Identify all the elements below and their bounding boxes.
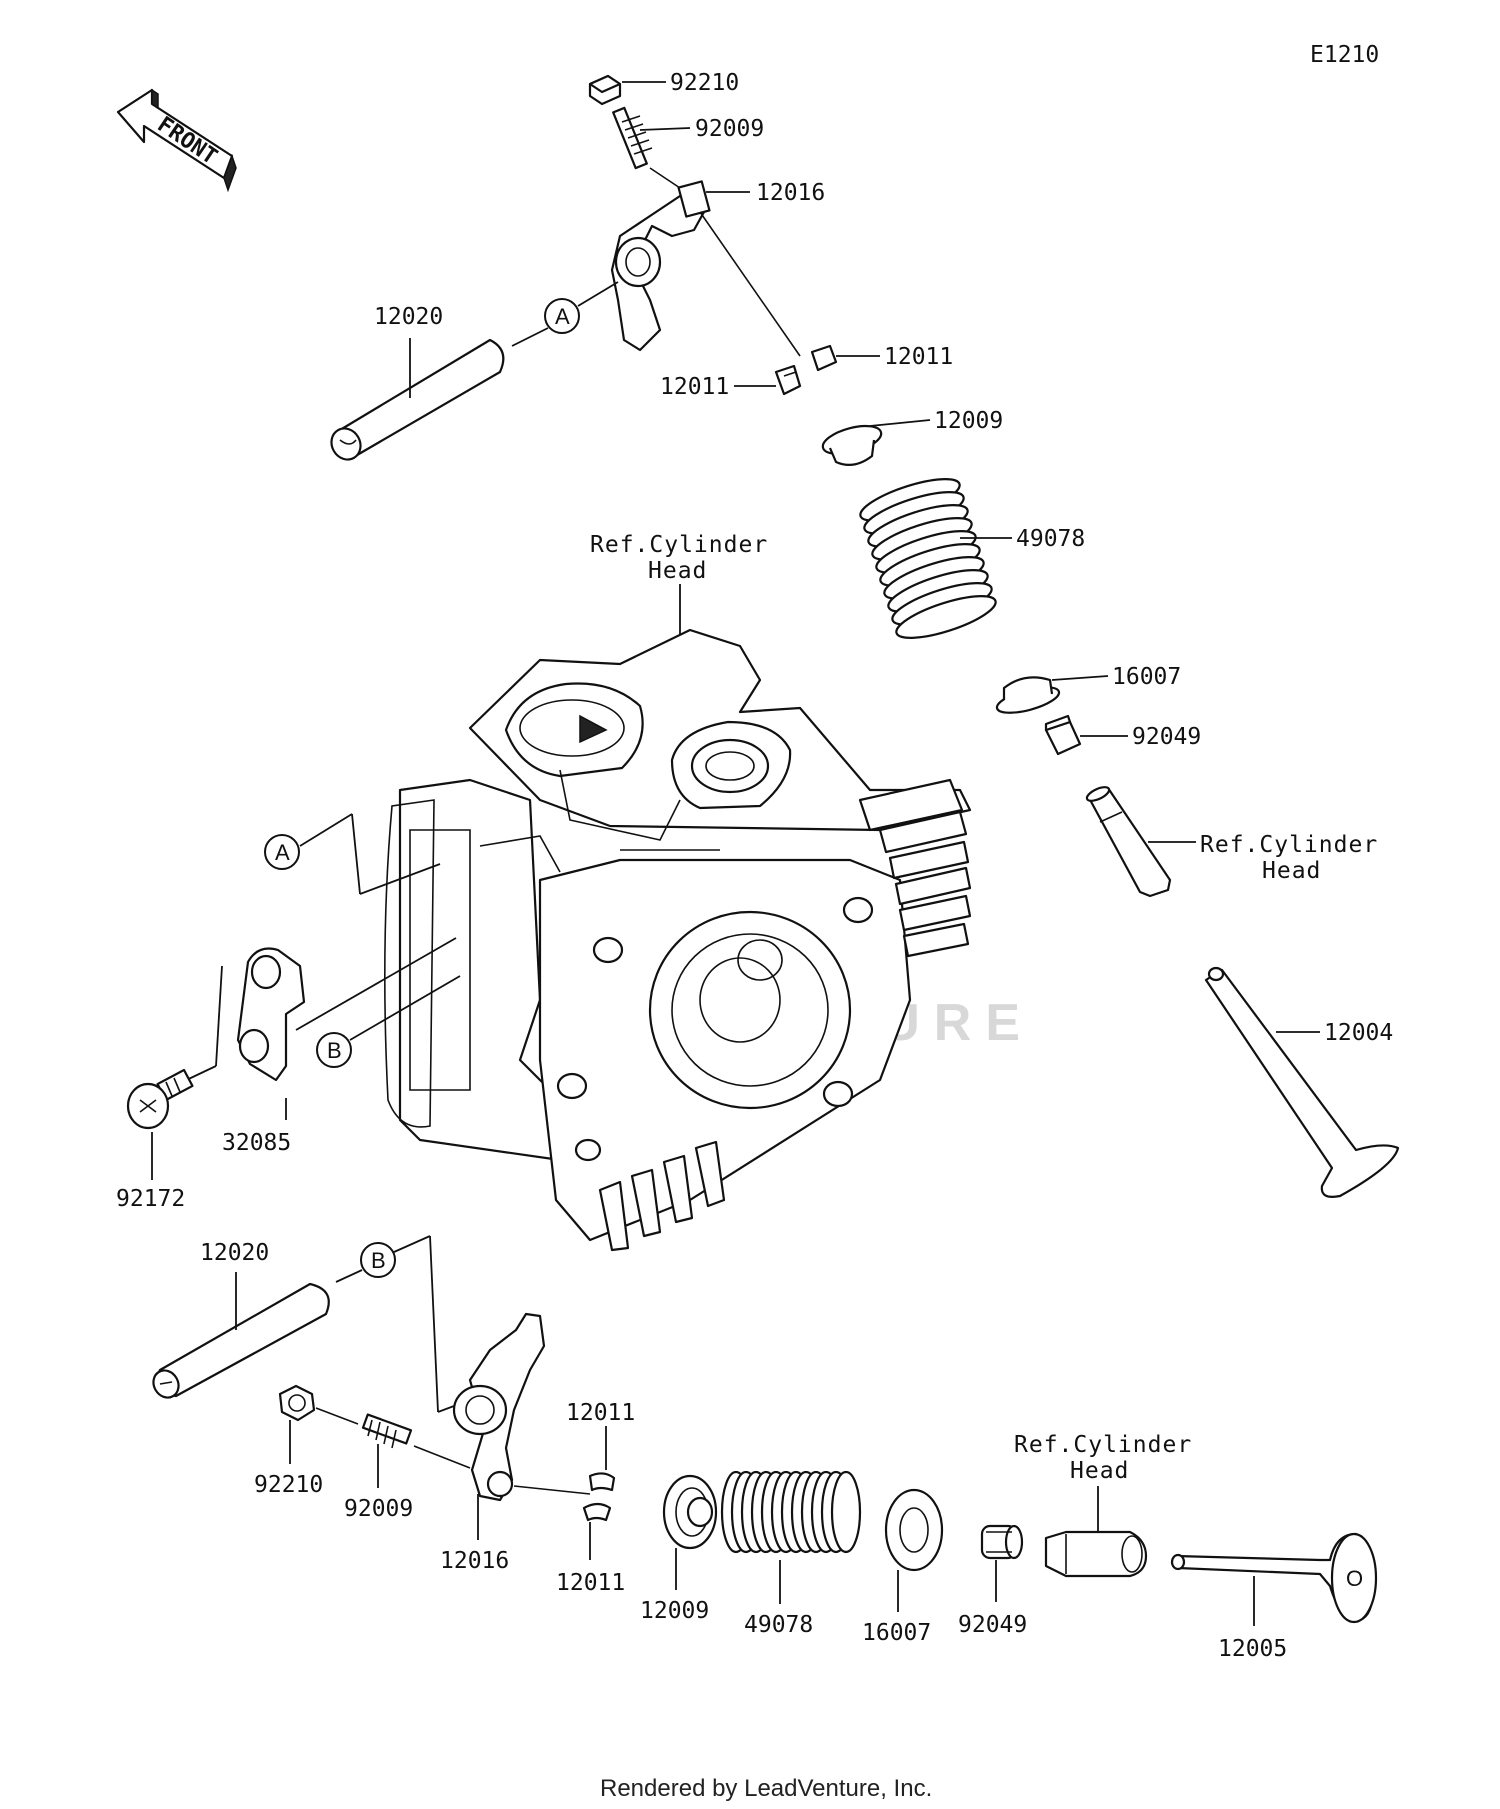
lower-nut-label: 92210 xyxy=(254,1472,323,1498)
upper-rocker-shaft-12020[interactable] xyxy=(326,338,505,465)
callout-b-lower: B xyxy=(360,1242,396,1278)
lower-stem-seal-label: 92049 xyxy=(958,1612,1027,1638)
callout-a-left: A xyxy=(264,834,300,870)
lower-valve-spring-49078[interactable] xyxy=(720,1470,862,1554)
ref-cyl-head-right-2: Head xyxy=(1262,858,1321,884)
lower-nut-92210[interactable] xyxy=(278,1384,316,1422)
lower-spring-seat-16007[interactable] xyxy=(884,1488,944,1572)
upper-valve-spring-49078[interactable] xyxy=(856,471,1000,647)
lower-valve-12005[interactable]: O xyxy=(1170,1532,1378,1624)
lower-valve-label: 12005 xyxy=(1218,1636,1287,1662)
upper-shaft-label: 12020 xyxy=(374,304,443,330)
callout-a-upper: A xyxy=(544,298,580,334)
lower-rocker-shaft-12020[interactable] xyxy=(149,1282,330,1402)
upper-spring-label: 49078 xyxy=(1016,526,1085,552)
upper-rocker-arm-label: 12016 xyxy=(756,180,825,206)
upper-valve-label: 12004 xyxy=(1324,1020,1393,1046)
ref-cyl-head-bottom-1: Ref.Cylinder xyxy=(1014,1432,1192,1458)
upper-stem-seal-label: 92049 xyxy=(1132,724,1201,750)
lower-cotter-top-12011[interactable] xyxy=(588,1472,616,1492)
svg-text:A: A xyxy=(555,304,570,329)
diagram-code: E1210 xyxy=(1310,42,1379,68)
lower-spring-seat-label: 16007 xyxy=(862,1620,931,1646)
callout-b-mid: B xyxy=(316,1032,352,1068)
ref-cyl-head-bottom-2: Head xyxy=(1070,1458,1129,1484)
svg-text:A: A xyxy=(275,840,290,865)
ref-cyl-head-right-1: Ref.Cylinder xyxy=(1200,832,1378,858)
svg-text:B: B xyxy=(327,1038,342,1063)
footer-credit: Rendered by LeadVenture, Inc. xyxy=(600,1775,932,1802)
upper-cotter-left-12011[interactable] xyxy=(774,364,802,396)
cylinder-head xyxy=(384,628,972,1252)
lower-adjuster-screw-label: 92009 xyxy=(344,1496,413,1522)
upper-rocker-arm-12016[interactable] xyxy=(610,180,711,352)
screw-92172[interactable] xyxy=(126,1068,194,1130)
lower-stem-seal-92049[interactable] xyxy=(980,1524,1024,1560)
plate-32085[interactable] xyxy=(236,947,306,1082)
upper-valve-guide xyxy=(1085,786,1172,898)
upper-retainer-label: 12009 xyxy=(934,408,1003,434)
lower-retainer-label: 12009 xyxy=(640,1598,709,1624)
lower-spring-label: 49078 xyxy=(744,1612,813,1638)
front-label: FRONT xyxy=(153,112,222,170)
upper-valve-12004[interactable] xyxy=(1204,966,1400,1198)
upper-adjuster-screw-label: 92009 xyxy=(695,116,764,142)
upper-adjuster-screw-92009[interactable] xyxy=(612,106,653,170)
lower-shaft-label: 12020 xyxy=(200,1240,269,1266)
lower-adjuster-screw-92009[interactable] xyxy=(361,1413,413,1449)
screw-label: 92172 xyxy=(116,1186,185,1212)
front-arrow-icon: FRONT xyxy=(116,88,237,193)
upper-spring-seat-label: 16007 xyxy=(1112,664,1181,690)
lower-rocker-arm-12016[interactable] xyxy=(452,1312,546,1502)
lower-retainer-12009[interactable] xyxy=(662,1474,718,1550)
spring-coil xyxy=(895,595,997,639)
upper-spring-seat-16007[interactable] xyxy=(995,676,1062,718)
svg-text:B: B xyxy=(371,1248,386,1273)
upper-cotter-right-12011[interactable] xyxy=(810,344,838,372)
lower-valve-guide xyxy=(1044,1530,1148,1578)
upper-cotter-left-label: 12011 xyxy=(660,374,729,400)
lower-rocker-arm-label: 12016 xyxy=(440,1548,509,1574)
ref-cyl-head-top-1: Ref.Cylinder xyxy=(590,532,768,558)
lower-cotter-bottom-12011[interactable] xyxy=(582,1502,612,1522)
upper-nut-label: 92210 xyxy=(670,70,739,96)
upper-cotter-right-label: 12011 xyxy=(884,344,953,370)
plate-label: 32085 xyxy=(222,1130,291,1156)
spring-coil xyxy=(830,1470,862,1554)
svg-text:O: O xyxy=(1346,1566,1363,1591)
upper-retainer-12009[interactable] xyxy=(820,421,884,467)
lower-cotter-bottom-label: 12011 xyxy=(556,1570,625,1596)
lower-cotter-top-label: 12011 xyxy=(566,1400,635,1426)
ref-cyl-head-top-2: Head xyxy=(648,558,707,584)
upper-stem-seal-92049[interactable] xyxy=(1044,714,1082,756)
upper-nut-92210[interactable] xyxy=(588,74,622,106)
